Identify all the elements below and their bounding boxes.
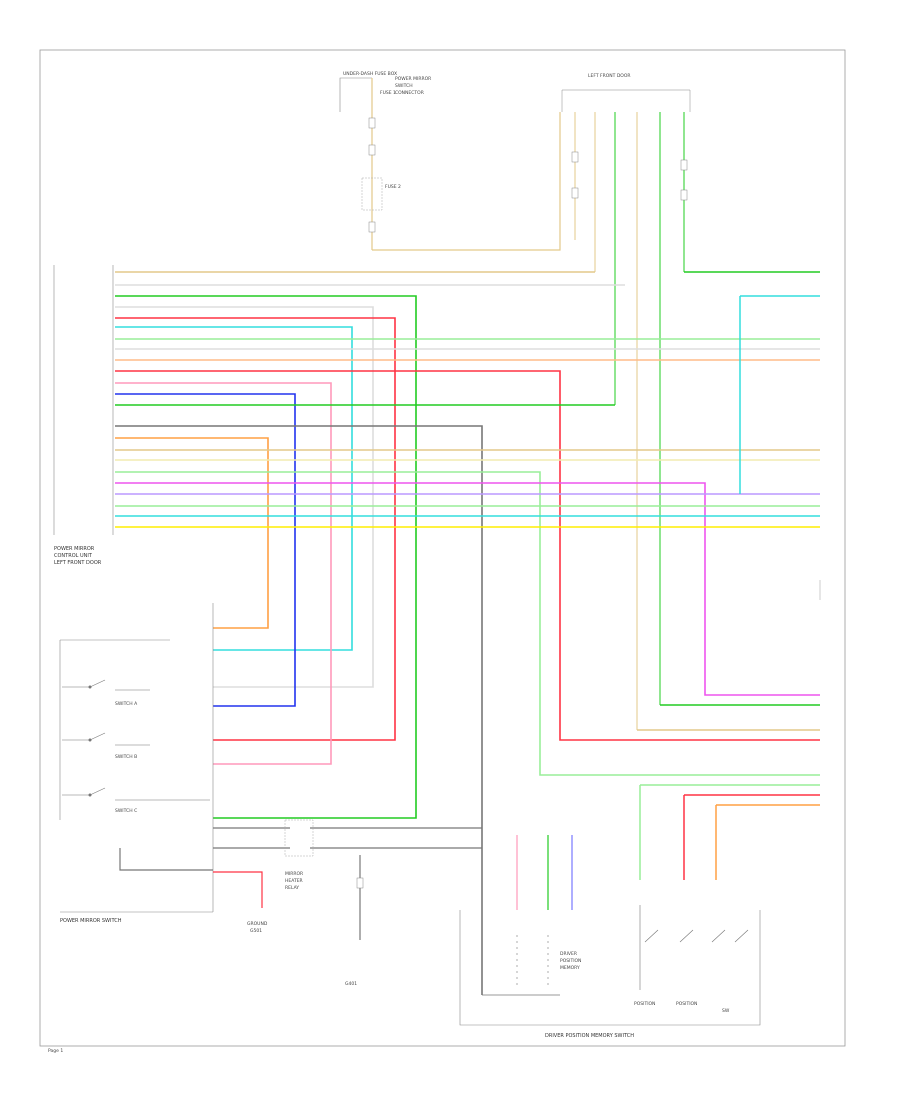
label-left-switch: POWER MIRROR SWITCH [60,918,122,924]
label-switch-3: SWITCH C [115,808,137,814]
diagram-border [39,49,846,1047]
label-ground-c: G401 [345,981,357,987]
label-ground-b: G501 [250,928,262,934]
module-wires [115,271,820,995]
label-center-box-b: HEATER [285,878,303,884]
switch-output-wires [119,827,482,940]
label-bottom-caption: DRIVER POSITION MEMORY SWITCH [545,1033,634,1039]
right-side-wires [637,271,821,880]
fuse-box-top-left [339,77,561,251]
label-top-mid-a: POWER MIRROR [395,76,431,82]
label-ground-a: GROUND [247,921,268,927]
label-right-bottom-a: POSITION [634,1001,655,1007]
label-center-box-a: MIRROR [285,871,303,877]
top-right-connector [561,89,691,730]
label-switch-1: SWITCH A [115,701,138,707]
label-right-bottom-c: SW [722,1008,730,1014]
page-label: Page 1 [48,1048,63,1054]
label-mid-c: MEMORY [560,965,580,971]
label-mid-b: POSITION [560,958,581,964]
relay-box [284,819,314,857]
label-fuse-c: FUSE 2 [385,184,401,190]
label-top-left-a: UNDER-DASH FUSE BOX [343,71,397,77]
label-right-bottom-b: POSITION [676,1001,697,1007]
label-mid-a: DRIVER [560,951,577,957]
memory-switch-block [459,835,761,1026]
switch-b [62,732,150,746]
label-top-mid-b: SWITCH [395,83,413,89]
label-center-box-c: RELAY [285,885,299,891]
label-switch-2: SWITCH B [115,754,137,760]
label-left-module-b: CONTROL UNIT [54,553,93,559]
switch-a [62,679,150,691]
label-top-right: LEFT FRONT DOOR [588,73,631,79]
label-top-left-b: FUSE 1 [380,90,396,96]
label-left-module-a: POWER MIRROR [54,546,95,552]
fuse-lower [356,877,364,889]
label-left-module-c: LEFT FRONT DOOR [54,560,102,566]
label-top-mid-c: CONNECTOR [395,90,424,96]
switch-c [62,787,210,801]
